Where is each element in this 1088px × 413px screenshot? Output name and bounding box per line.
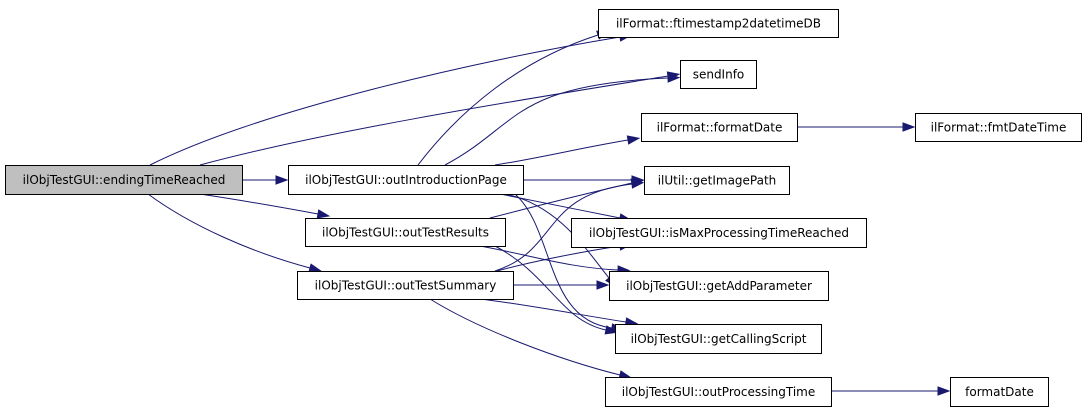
node-label: ilFormat::fmtDateTime bbox=[931, 121, 1067, 135]
edge-line bbox=[479, 245, 619, 271]
edge-line bbox=[199, 75, 669, 166]
node-label: formatDate bbox=[965, 385, 1034, 399]
arrowhead-icon bbox=[937, 386, 951, 396]
edge-line bbox=[149, 36, 621, 166]
node-box[interactable] bbox=[615, 324, 822, 354]
node-label: ilFormat::ftimestamp2datetimeDB bbox=[616, 17, 821, 31]
node-box[interactable] bbox=[598, 9, 839, 38]
node-ftimestamp[interactable]: ilFormat::ftimestamp2datetimeDB bbox=[598, 9, 839, 38]
edge-line bbox=[514, 193, 613, 329]
node-box[interactable] bbox=[680, 60, 757, 89]
node-label: ilObjTestGUI::outTestResults bbox=[322, 226, 489, 240]
arrowhead-icon bbox=[630, 179, 645, 189]
arrowhead-icon bbox=[316, 209, 331, 219]
node-outProcTime[interactable]: ilObjTestGUI::outProcessingTime bbox=[605, 377, 832, 407]
edge-root-to-sendInfo bbox=[199, 71, 681, 166]
node-box[interactable] bbox=[605, 377, 832, 407]
node-getAddParam[interactable]: ilObjTestGUI::getAddParameter bbox=[609, 271, 829, 301]
node-sendInfo[interactable]: sendInfo bbox=[680, 60, 757, 89]
edge-line bbox=[444, 77, 669, 166]
edge-outSummary-to-getImagePath bbox=[494, 179, 645, 272]
edge-line bbox=[494, 183, 633, 272]
arrowhead-icon bbox=[902, 122, 916, 132]
arrowhead-icon bbox=[667, 73, 681, 83]
node-box[interactable] bbox=[641, 113, 798, 142]
node-formatDateIl[interactable]: ilFormat::formatDate bbox=[641, 113, 798, 142]
node-fmtDateTime[interactable]: ilFormat::fmtDateTime bbox=[915, 113, 1082, 142]
edge-line bbox=[494, 245, 607, 331]
node-isMax[interactable]: ilObjTestGUI::isMaxProcessingTimeReached bbox=[571, 218, 867, 248]
edge-outIntro-to-sendInfo bbox=[444, 73, 681, 166]
node-label: ilObjTestGUI::getAddParameter bbox=[626, 279, 812, 293]
edge-line bbox=[147, 193, 311, 269]
edge-outIntro-to-ftimestamp bbox=[417, 30, 610, 166]
edge-outSummary-to-outProcTime bbox=[429, 298, 633, 380]
edge-line bbox=[499, 193, 621, 219]
node-label: ilObjTestGUI::isMaxProcessingTimeReached bbox=[589, 226, 849, 240]
node-label: ilObjTestGUI::getCallingScript bbox=[631, 332, 807, 346]
node-outResults[interactable]: ilObjTestGUI::outTestResults bbox=[305, 218, 506, 247]
node-box[interactable] bbox=[915, 113, 1082, 142]
edge-outIntro-to-formatDateIl bbox=[494, 135, 641, 166]
node-outSummary[interactable]: ilObjTestGUI::outTestSummary bbox=[297, 271, 514, 300]
node-box[interactable] bbox=[288, 165, 524, 195]
node-getImagePath[interactable]: ilUtil::getImagePath bbox=[644, 166, 790, 195]
node-box[interactable] bbox=[644, 166, 790, 195]
edge-root-to-ftimestamp bbox=[149, 32, 633, 166]
edge-line bbox=[429, 298, 621, 376]
edge-root-to-outResults bbox=[199, 193, 331, 219]
node-box[interactable] bbox=[305, 218, 506, 247]
edge-outSummary-to-getCalling bbox=[479, 298, 639, 327]
edge-outResults-to-getCalling bbox=[494, 245, 619, 335]
node-box[interactable] bbox=[297, 271, 514, 300]
arrowhead-icon bbox=[308, 263, 323, 273]
edge-root-to-outSummary bbox=[147, 193, 323, 273]
node-formatDate[interactable]: formatDate bbox=[950, 377, 1049, 407]
edge-line bbox=[199, 193, 319, 215]
node-label: ilObjTestGUI::outIntroductionPage bbox=[305, 173, 507, 187]
node-box[interactable] bbox=[571, 218, 867, 248]
edge-line bbox=[417, 34, 599, 166]
edge-root-to-outIntro bbox=[242, 175, 289, 185]
arrowhead-icon bbox=[604, 325, 619, 335]
arrowhead-icon bbox=[596, 280, 610, 290]
node-label: ilObjTestGUI::outTestSummary bbox=[315, 279, 497, 293]
edge-line bbox=[494, 139, 629, 166]
node-box[interactable] bbox=[950, 377, 1049, 407]
edge-outProcTime-to-formatDate bbox=[831, 386, 951, 396]
edge-outSummary-to-getAddParam bbox=[513, 280, 610, 290]
node-label: ilObjTestGUI::outProcessingTime bbox=[622, 385, 816, 399]
node-root[interactable]: ilObjTestGUI::endingTimeReached bbox=[5, 165, 243, 195]
edge-outIntro-to-getImagePath bbox=[523, 175, 645, 185]
arrowhead-icon bbox=[626, 135, 641, 145]
edges-layer bbox=[147, 30, 951, 396]
node-label: ilObjTestGUI::endingTimeReached bbox=[23, 173, 226, 187]
node-box[interactable] bbox=[5, 165, 243, 195]
node-outIntro[interactable]: ilObjTestGUI::outIntroductionPage bbox=[288, 165, 524, 195]
edge-formatDateIl-to-fmtDateTime bbox=[797, 122, 916, 132]
edge-line bbox=[479, 298, 627, 323]
node-getCalling[interactable]: ilObjTestGUI::getCallingScript bbox=[615, 324, 822, 354]
edge-line bbox=[496, 245, 621, 272]
node-label: sendInfo bbox=[693, 68, 745, 82]
node-label: ilFormat::formatDate bbox=[657, 121, 783, 135]
node-label: ilUtil::getImagePath bbox=[658, 174, 777, 188]
arrowhead-icon bbox=[275, 175, 289, 185]
node-box[interactable] bbox=[609, 271, 829, 301]
